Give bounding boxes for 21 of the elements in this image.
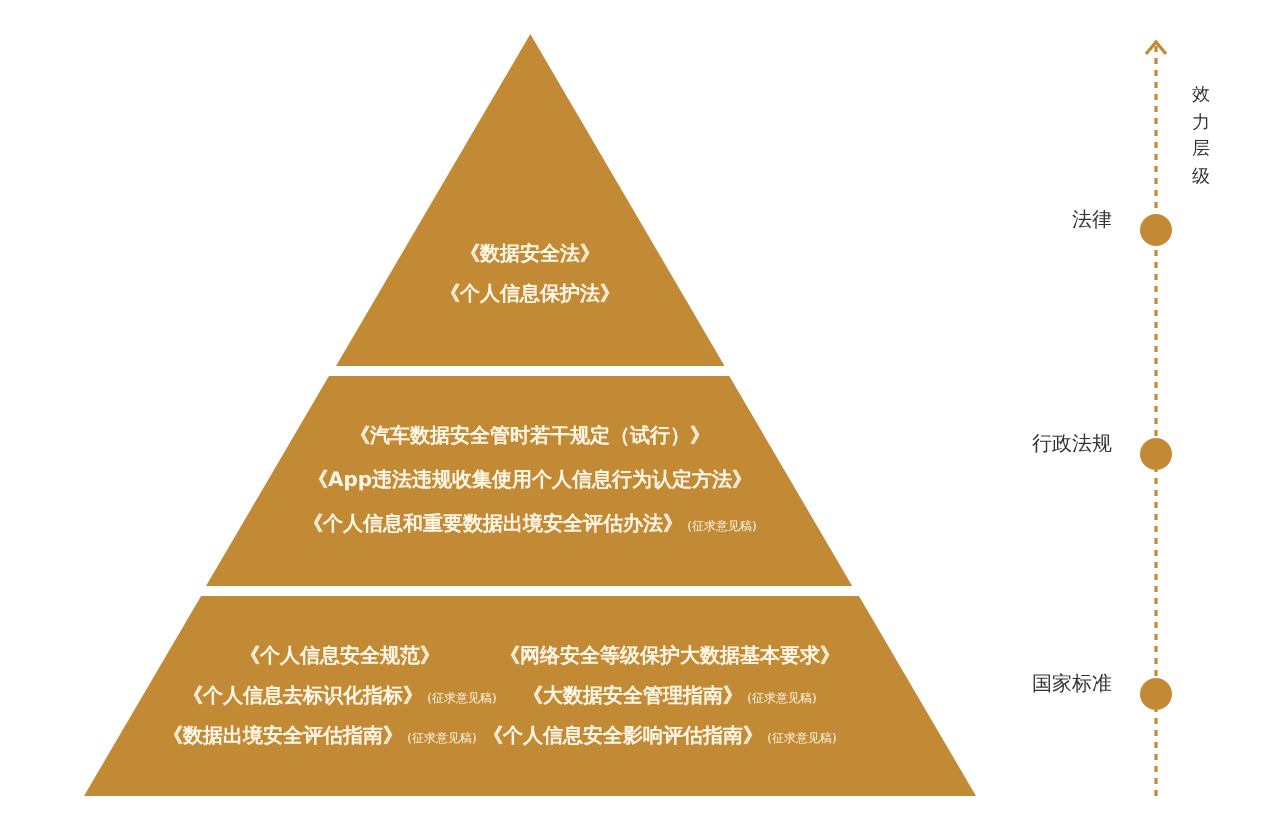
- pyramid-tier: [335, 34, 725, 366]
- document-title: 《个人信息和重要数据出境安全评估办法》: [303, 514, 684, 536]
- document-title: 《个人信息安全影响评估指南》: [483, 726, 764, 748]
- level-label: 国家标准: [1032, 671, 1112, 698]
- pyramid-tier: [84, 596, 976, 796]
- document-title: 《汽车数据安全管时若干规定（试行）》: [349, 426, 710, 448]
- level-dot: [1140, 214, 1172, 246]
- axis-label: 效力层级: [1192, 84, 1210, 191]
- level-dot: [1140, 678, 1172, 710]
- document-title: 《网络安全等级保护大数据基本要求》: [500, 646, 840, 668]
- document-title: 《数据出境安全评估指南》: [163, 726, 404, 748]
- document-title: 《个人信息安全规范》: [240, 646, 440, 668]
- document-title: 《App违法违规收集使用个人信息行为认定方法》: [307, 470, 753, 492]
- level-label: 法律: [1072, 207, 1112, 234]
- level-dot: [1140, 438, 1172, 470]
- document-title: 《数据安全法》: [459, 244, 600, 266]
- document-title: 《大数据安全管理指南》: [523, 686, 744, 708]
- document-title: 《个人信息保护法》: [439, 284, 620, 306]
- document-title: 《个人信息去标识化指标》: [183, 686, 424, 708]
- pyramid-tier: [206, 376, 854, 586]
- level-label: 行政法规: [1032, 431, 1112, 458]
